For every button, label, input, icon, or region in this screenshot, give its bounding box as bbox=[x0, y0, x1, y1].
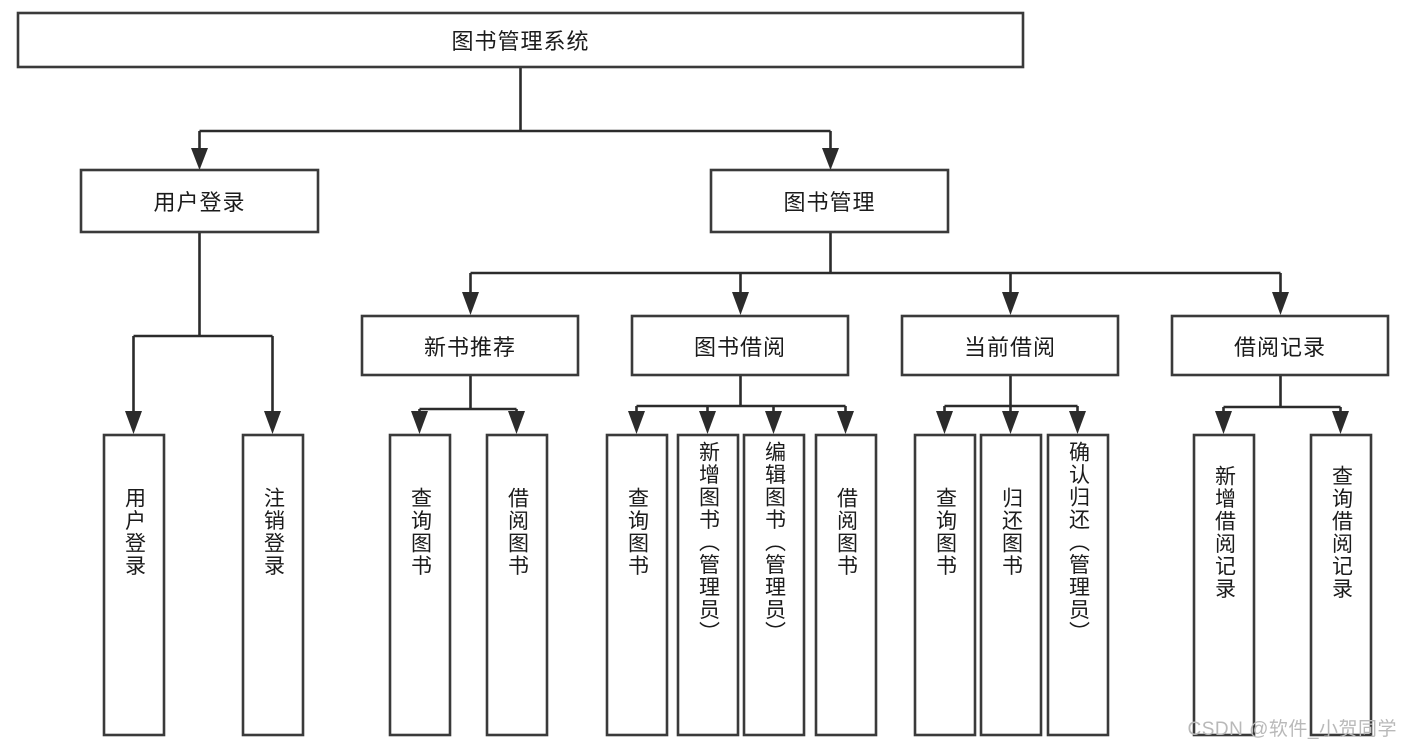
connector-group-current-borrow bbox=[936, 375, 1086, 434]
arrow-root-to-user bbox=[191, 148, 208, 170]
connector-group-root bbox=[191, 67, 839, 170]
arrow-borrow-l1 bbox=[628, 411, 645, 434]
arrow-bookmgmt-c3 bbox=[1002, 292, 1019, 315]
leaf-box-new-book-2[interactable] bbox=[485, 433, 549, 737]
arrow-bookmgmt-c4 bbox=[1272, 292, 1289, 315]
node-box-root[interactable] bbox=[16, 11, 1025, 69]
leaf-box-book-borrow-1[interactable] bbox=[605, 433, 669, 737]
node-box-book-management[interactable] bbox=[709, 168, 950, 234]
leaf-box-borrow-record-1[interactable] bbox=[1192, 433, 1256, 737]
arrow-record-l2 bbox=[1332, 411, 1349, 434]
arrow-bookmgmt-c1 bbox=[462, 292, 479, 315]
connector-group-new-book bbox=[411, 375, 525, 434]
arrow-current-l2 bbox=[1002, 411, 1019, 434]
node-box-book-borrow[interactable] bbox=[630, 314, 850, 377]
leaf-box-book-borrow-2[interactable] bbox=[676, 433, 740, 737]
node-box-user-login[interactable] bbox=[79, 168, 320, 234]
leaf-box-new-book-1[interactable] bbox=[388, 433, 452, 737]
connector-group-book-mgmt bbox=[462, 232, 1289, 315]
connector-group-user-login bbox=[125, 232, 281, 434]
arrow-newbook-l1 bbox=[411, 411, 428, 434]
leaf-box-current-borrow-1[interactable] bbox=[913, 433, 977, 737]
arrow-record-l1 bbox=[1215, 411, 1232, 434]
node-box-borrow-record[interactable] bbox=[1170, 314, 1390, 377]
leaf-box-book-borrow-4[interactable] bbox=[814, 433, 878, 737]
arrow-borrow-l2 bbox=[699, 411, 716, 434]
arrow-current-l3 bbox=[1069, 411, 1086, 434]
leaf-box-user-login-2[interactable] bbox=[241, 433, 305, 737]
arrow-borrow-l4 bbox=[837, 411, 854, 434]
leaf-box-book-borrow-3[interactable] bbox=[742, 433, 806, 737]
node-box-new-book-recommend[interactable] bbox=[360, 314, 580, 377]
node-box-current-borrow[interactable] bbox=[900, 314, 1120, 377]
arrow-current-l1 bbox=[936, 411, 953, 434]
leaf-box-borrow-record-2[interactable] bbox=[1309, 433, 1373, 737]
connector-group-borrow-record bbox=[1215, 375, 1349, 434]
arrow-root-to-bookmgmt bbox=[822, 148, 839, 170]
leaf-box-current-borrow-3[interactable] bbox=[1046, 433, 1110, 737]
leaf-box-current-borrow-2[interactable] bbox=[979, 433, 1043, 737]
connector-group-book-borrow bbox=[628, 375, 854, 434]
arrow-newbook-l2 bbox=[508, 411, 525, 434]
arrow-user-leaf1 bbox=[125, 411, 142, 434]
arrow-borrow-l3 bbox=[765, 411, 782, 434]
leaf-box-user-login-1[interactable] bbox=[102, 433, 166, 737]
arrow-bookmgmt-c2 bbox=[732, 292, 749, 315]
arrow-user-leaf2 bbox=[264, 411, 281, 434]
